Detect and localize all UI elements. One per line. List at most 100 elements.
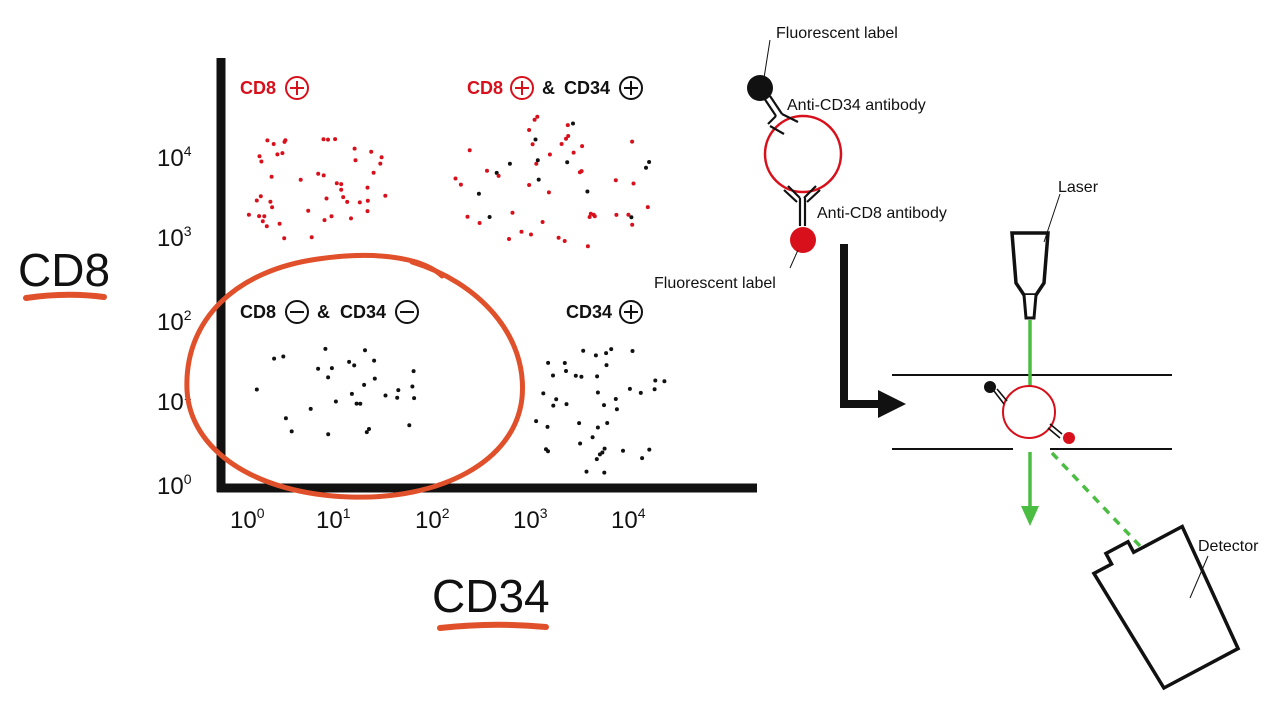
cd34-positive-dot: [597, 452, 602, 457]
x-tick-10e4: 104: [611, 505, 646, 534]
double-positive-dot: [540, 220, 545, 224]
y-tick-10e4: 104: [157, 143, 192, 172]
double-positive-dot: [613, 178, 618, 183]
ampersand-text: &: [542, 78, 555, 98]
cd8-positive-dot: [322, 218, 327, 223]
cd34-positive-dot: [545, 424, 550, 429]
cd8-positive-dot: [309, 235, 314, 240]
double-positive-dot: [467, 148, 472, 153]
cd8-positive-dot: [260, 219, 265, 224]
double-negative-dot: [383, 393, 388, 398]
y-tick-labels: 104 103 102 101 100: [157, 143, 192, 500]
cd8-positive-text: CD8: [240, 78, 276, 98]
cd8-positive-text: CD8: [467, 78, 503, 98]
double-positive-dot: [527, 183, 532, 187]
cd34-positive-dot: [605, 421, 610, 425]
cd8-positive-dot: [246, 212, 251, 217]
double-positive-dot: [565, 160, 570, 165]
x-tick-labels: 100 101 102 103 104: [230, 505, 646, 534]
x-axis-title: CD34: [432, 570, 550, 622]
cd8-positive-dot: [321, 173, 326, 178]
cd34-positive-dot: [551, 403, 556, 408]
flow-channel: [892, 374, 1172, 450]
double-positive-dot: [527, 128, 532, 132]
double-positive-dot: [477, 221, 482, 225]
cd34-positive-dot: [621, 448, 625, 453]
cd8-positive-dot: [365, 185, 370, 190]
double-negative-dot: [326, 432, 331, 437]
y-tick-10e0: 100: [157, 471, 192, 500]
double-negative-dot: [272, 356, 277, 361]
cd8-positive-dot: [321, 137, 326, 142]
double-positive-dot: [645, 205, 650, 210]
double-positive-dot: [529, 232, 533, 237]
double-positive-dot: [566, 134, 571, 138]
double-positive-dot: [585, 244, 590, 249]
double-positive-dot: [564, 136, 568, 141]
double-positive-dot: [614, 212, 619, 217]
plus-circle-icon: [285, 76, 309, 100]
double-negative-dot: [367, 427, 371, 431]
double-positive-dot: [533, 137, 538, 142]
cd8-positive-dot: [379, 155, 384, 160]
double-negative-dot: [407, 423, 412, 428]
cd34-positive-dot: [573, 373, 578, 378]
double-positive-dot: [485, 168, 489, 173]
callout-line-top: [763, 39, 771, 79]
double-positive-dot: [465, 214, 470, 219]
quadrant-label-bottom-left: CD8 & CD34: [240, 300, 419, 324]
cd34-positive-dot: [662, 379, 667, 384]
laser-text: Laser: [1058, 179, 1099, 196]
cd34-positive-dot: [554, 397, 559, 402]
double-negative-dot: [289, 429, 294, 434]
cd34-positive-dot: [546, 449, 550, 454]
cd8-positive-dot: [265, 138, 270, 143]
cd34-positive-dot: [613, 397, 618, 401]
double-negative-dot: [308, 406, 313, 411]
double-negative-dot: [349, 391, 354, 396]
double-negative-dot: [396, 388, 401, 393]
antibody-cd8-icon: [783, 185, 821, 226]
double-negative-dot: [352, 363, 357, 368]
double-negative-dot: [329, 366, 334, 371]
cd34-positive-dot: [653, 378, 658, 383]
double-positive-dot: [580, 144, 585, 149]
antibody-small-icon: [993, 388, 1008, 405]
x-axis-title-underline: [437, 621, 549, 631]
ampersand-text: &: [317, 302, 330, 322]
double-positive-dot: [571, 121, 575, 126]
y-axis-title: CD8: [18, 244, 110, 296]
detector-text: Detector: [1198, 538, 1259, 555]
double-negative-dot: [410, 384, 415, 389]
cd8-positive-dot: [339, 187, 344, 192]
cd34-positive-dot: [590, 435, 595, 440]
cd34-positive-dot: [652, 387, 657, 392]
double-positive-dot: [559, 142, 564, 146]
cd34-positive-dot: [614, 407, 619, 412]
cd8-positive-dot: [333, 137, 338, 142]
cd34-positive-dot: [595, 390, 600, 395]
double-positive-dot: [562, 239, 567, 243]
double-positive-dot: [631, 181, 636, 186]
y-tick-10e3: 103: [157, 223, 192, 252]
cd8-positive-dot: [378, 161, 383, 166]
double-positive-dot: [630, 139, 635, 144]
double-positive-dot: [579, 169, 584, 174]
antibody-cd34-icon: [763, 95, 799, 135]
double-positive-dot: [630, 222, 635, 227]
double-positive-dot: [507, 161, 512, 166]
detector-device: Detector: [1091, 524, 1259, 691]
cd8-positive-dot: [324, 196, 329, 201]
double-positive-dot: [534, 161, 539, 166]
cd34-positive-dot: [602, 470, 607, 475]
callout-line-bottom: [789, 249, 799, 269]
anti-cd8-text: Anti-CD8 antibody: [817, 205, 947, 222]
double-negative-dot: [362, 382, 367, 387]
y-tick-10e2: 102: [157, 307, 192, 336]
cd8-positive-dot: [277, 221, 282, 226]
cell-in-channel: [984, 381, 1075, 444]
double-positive-dot: [487, 215, 492, 219]
double-positive-dot: [585, 189, 590, 194]
double-negative-dot: [372, 358, 377, 363]
